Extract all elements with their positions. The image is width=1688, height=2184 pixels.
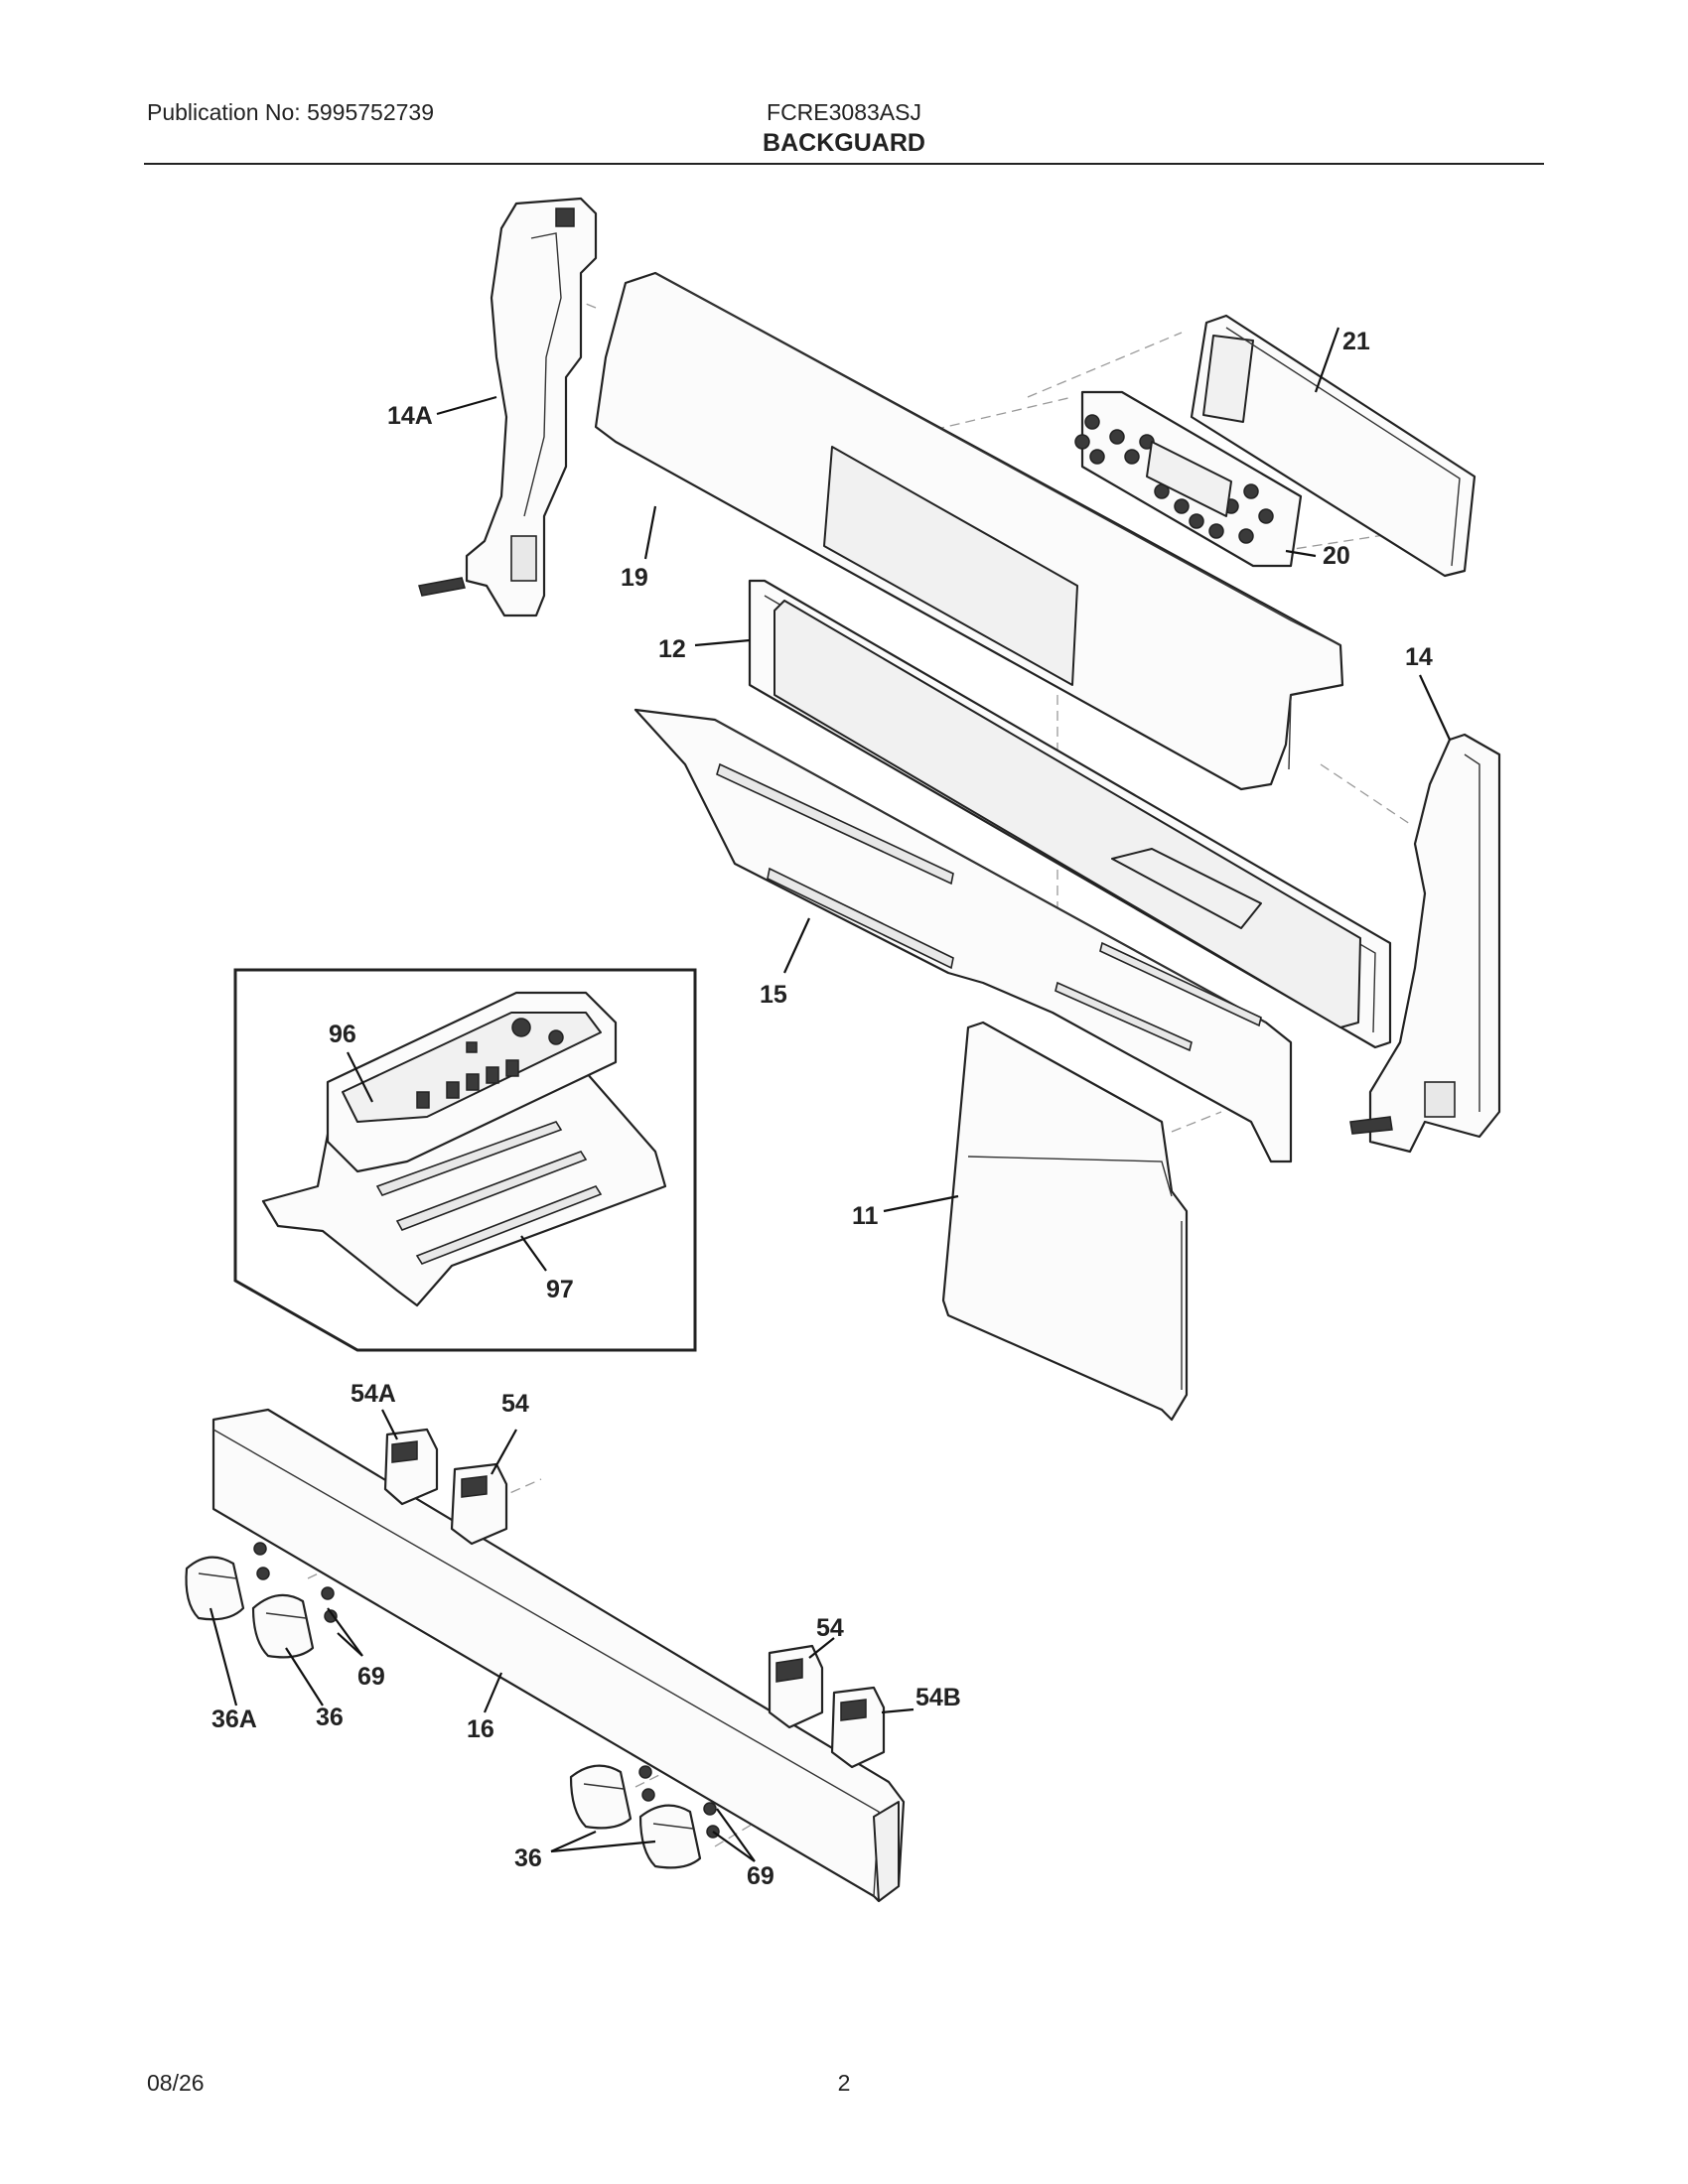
callout-54-bottom: 54 — [816, 1614, 844, 1642]
page-title: BACKGUARD — [763, 129, 925, 157]
display-lens-21 — [1190, 314, 1477, 578]
callout-14: 14 — [1405, 643, 1433, 671]
page-number: 2 — [837, 2070, 851, 2096]
switch-54b — [830, 1686, 886, 1769]
display-cover-12 — [748, 579, 1392, 1049]
callout-20: 20 — [1323, 542, 1350, 570]
knob-36-left — [251, 1593, 315, 1659]
callout-54a: 54A — [351, 1380, 396, 1408]
callout-15: 15 — [760, 981, 787, 1009]
callout-19: 19 — [621, 564, 648, 592]
knob-36-lower-2 — [638, 1804, 702, 1869]
switch-54-bottom — [768, 1644, 824, 1729]
right-end-cap-14 — [1349, 733, 1501, 1154]
screws-69 — [253, 1542, 720, 1839]
knob-36-lower-1 — [569, 1764, 633, 1830]
callout-12: 12 — [658, 635, 686, 663]
footer-date: 08/26 — [147, 2070, 205, 2096]
control-board-20 — [1074, 390, 1303, 568]
header-divider — [144, 163, 1544, 165]
inset-box-control — [233, 968, 697, 1352]
callout-69-bottom: 69 — [747, 1862, 774, 1890]
callout-36-bottom: 36 — [514, 1844, 542, 1872]
leader-lines — [209, 327, 1451, 1862]
knob-36a — [185, 1556, 245, 1621]
callout-labels: 14A 19 21 20 12 14 15 96 97 11 54A 54 54… — [211, 328, 1433, 1890]
callout-14a: 14A — [387, 402, 433, 430]
model-number: FCRE3083ASJ — [767, 99, 921, 125]
switch-54-top — [450, 1462, 508, 1546]
callout-97: 97 — [546, 1276, 574, 1303]
left-end-cap-14a — [418, 197, 598, 617]
callout-36-top: 36 — [316, 1704, 344, 1731]
callout-36a: 36A — [211, 1706, 257, 1733]
callout-11: 11 — [852, 1202, 879, 1230]
callout-54-top: 54 — [501, 1390, 529, 1418]
callout-21: 21 — [1342, 328, 1370, 355]
callout-54b: 54B — [915, 1684, 961, 1711]
callout-69-top: 69 — [357, 1663, 385, 1691]
rear-panel-11 — [941, 1021, 1189, 1422]
callout-96: 96 — [329, 1021, 356, 1048]
console-panel-19 — [594, 271, 1344, 791]
backguard-support-15 — [633, 708, 1293, 1163]
publication-number: Publication No: 5995752739 — [147, 99, 435, 125]
switch-54a — [383, 1428, 439, 1506]
callout-16: 16 — [467, 1715, 494, 1743]
